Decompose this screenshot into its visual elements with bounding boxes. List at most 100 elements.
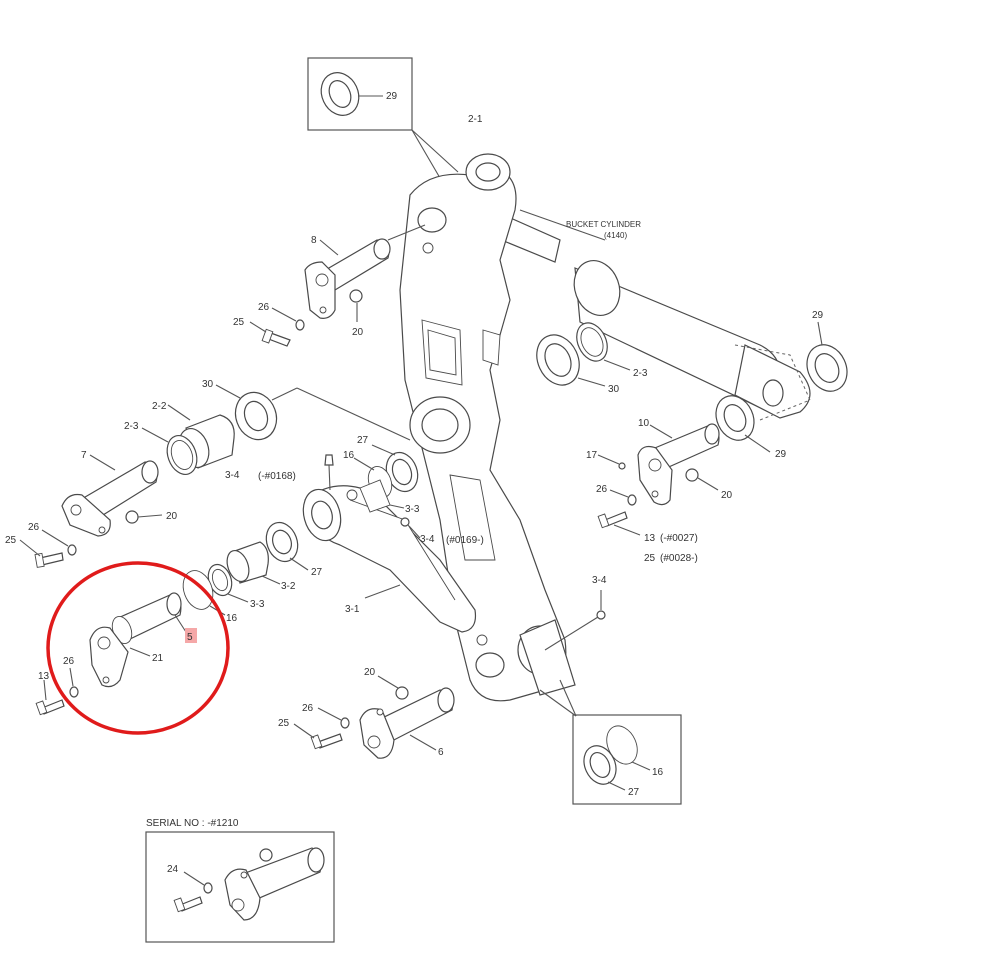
- bolt-25-a: [249, 321, 291, 347]
- label-3-2: 3-2: [281, 581, 296, 592]
- label-10: 10: [638, 418, 650, 429]
- bucket-cylinder: [519, 209, 811, 421]
- washer-26-a: [271, 307, 305, 331]
- label-3-4-b: 3-4: [420, 534, 435, 545]
- highlight-circle: [46, 561, 230, 735]
- label-7: 7: [81, 450, 87, 461]
- label-bucket-cylinder: BUCKET CYLINDER: [566, 220, 641, 229]
- label-26-b: 26: [28, 522, 40, 533]
- grease-fitting-3-4-a: [324, 454, 334, 491]
- grease-fitting-3-4-b: [400, 517, 421, 539]
- label-26-e: 26: [302, 703, 314, 714]
- label-0028: (#0028-): [660, 553, 698, 564]
- highlight-label-bg: [185, 628, 197, 643]
- pin-7: [61, 454, 159, 537]
- detail-box-top: [307, 57, 413, 131]
- label-26-c: 26: [596, 484, 608, 495]
- label-3-3-a: 3-3: [405, 504, 420, 515]
- washer-26-c: [609, 489, 637, 506]
- label-2-3-a: 2-3: [124, 421, 139, 432]
- nut-20-c: [685, 468, 719, 491]
- arm-2-1: [399, 153, 576, 702]
- bolt-13: [597, 511, 641, 536]
- label-20-b: 20: [166, 511, 178, 522]
- pin-17: [597, 454, 626, 470]
- bolt-13-b: [35, 679, 65, 716]
- washer-29-top: [320, 72, 383, 116]
- label-16-b: 16: [226, 613, 238, 624]
- seal-2-3-left: [141, 427, 198, 475]
- label-13-b: 13: [38, 671, 50, 682]
- label-17: 17: [586, 450, 598, 461]
- label-27-a: 27: [357, 435, 369, 446]
- seal-2-3-right: [576, 322, 631, 371]
- label-2-3-b: 2-3: [633, 368, 648, 379]
- label-27-c: 27: [628, 787, 640, 798]
- label-bucket-cylinder-num: (4140): [604, 231, 627, 240]
- bushing-3-3-a: [359, 479, 405, 513]
- label-25-b: 25: [5, 535, 17, 546]
- label-3-1: 3-1: [345, 604, 360, 615]
- label-25-d: 25: [278, 718, 290, 729]
- serial-pin: [224, 847, 325, 921]
- bolt-25-d: [293, 723, 343, 750]
- grease-fitting-3-4-c: [544, 590, 606, 651]
- washer-30-right: [536, 334, 606, 387]
- label-20-a: 20: [352, 327, 364, 338]
- oring-16-c: [606, 725, 651, 771]
- label-0168: (-#0168): [258, 471, 296, 482]
- washer-27-b: [265, 521, 309, 571]
- washer-29-mid: [715, 395, 771, 453]
- label-2-2: 2-2: [152, 401, 167, 412]
- washer-30-left: [215, 384, 411, 441]
- washer-26-e: [317, 707, 350, 729]
- label-29-mid: 29: [775, 449, 787, 460]
- washer-27-c: [583, 745, 626, 791]
- label-3-3-b: 3-3: [250, 599, 265, 610]
- label-26-d: 26: [63, 656, 75, 667]
- pin-5: [89, 592, 187, 688]
- label-16-c: 16: [652, 767, 664, 778]
- washer-24: [183, 871, 213, 894]
- washer-27-a: [371, 444, 419, 493]
- bushing-3-2: [226, 541, 281, 585]
- label-13: 13: [644, 533, 656, 544]
- detail-box-serial: [145, 831, 335, 943]
- nut-20-a: [349, 289, 363, 322]
- label-29-right: 29: [812, 310, 824, 321]
- label-8: 8: [311, 235, 317, 246]
- label-20-d: 20: [364, 667, 376, 678]
- label-20-c: 20: [721, 490, 733, 501]
- label-25-a: 25: [233, 317, 245, 328]
- label-serial: SERIAL NO : -#1210: [146, 818, 239, 829]
- washer-26-b: [41, 529, 77, 556]
- label-21: 21: [152, 653, 164, 664]
- label-6: 6: [438, 747, 444, 758]
- label-16-a: 16: [343, 450, 355, 461]
- bolt-25-b: [19, 539, 64, 568]
- label-3-4-c: 3-4: [592, 575, 607, 586]
- detail-box-bottom-right: [572, 714, 682, 805]
- label-2-1: 2-1: [468, 114, 483, 125]
- label-24: 24: [167, 864, 179, 875]
- label-0169: (#0169-): [446, 535, 484, 546]
- bolt-serial: [173, 896, 203, 913]
- pin-8: [304, 224, 426, 319]
- washer-29-right: [806, 321, 848, 392]
- label-30-b: 30: [608, 384, 620, 395]
- label-30-a: 30: [202, 379, 214, 390]
- washer-26-d: [69, 667, 79, 698]
- label-0027: (-#0027): [660, 533, 698, 544]
- label-26-a: 26: [258, 302, 270, 313]
- nut-20-b: [125, 510, 163, 524]
- nut-20-d: [377, 675, 409, 700]
- label-29-top: 29: [386, 91, 398, 102]
- pin-10: [637, 423, 720, 506]
- pin-6: [359, 687, 455, 759]
- label-25-c: 25: [644, 553, 656, 564]
- label-5: 5: [187, 632, 193, 643]
- link-3-1: [302, 485, 477, 633]
- label-3-4-a: 3-4: [225, 470, 240, 481]
- label-27-b: 27: [311, 567, 323, 578]
